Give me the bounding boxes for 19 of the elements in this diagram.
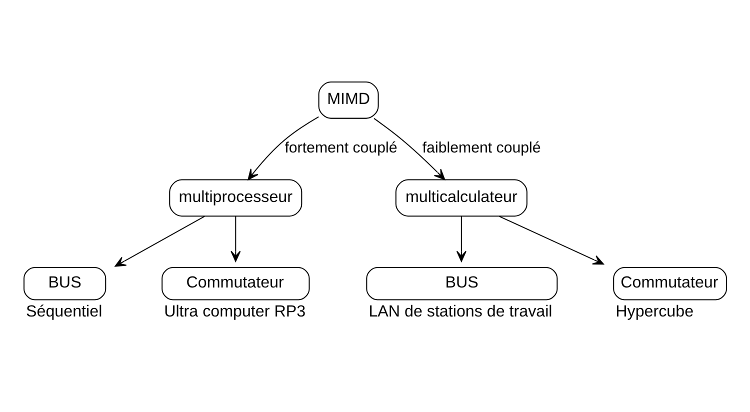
arrow xyxy=(456,216,466,262)
edge-label: fortement couplé xyxy=(284,140,398,157)
node-box: BUS xyxy=(24,266,106,300)
node-box: Commutateur xyxy=(162,266,310,300)
node-box: Commutateur xyxy=(613,266,727,300)
node-label: LAN de stations de travail xyxy=(368,302,552,321)
node-label: Hypercube xyxy=(616,302,694,321)
arrow xyxy=(230,216,241,262)
arrow xyxy=(248,116,319,180)
node-label: Ultra computer RP3 xyxy=(164,302,306,321)
edge-label: faiblement couplé xyxy=(422,140,541,157)
node-label: Séquentiel xyxy=(26,302,102,321)
node-box: multiprocesseur xyxy=(169,179,302,217)
arrow xyxy=(374,118,446,180)
node-box: multicalculateur xyxy=(395,179,528,217)
arrow xyxy=(499,216,604,265)
node-box: BUS xyxy=(366,266,558,300)
node-box: MIMD xyxy=(318,82,379,119)
arrow xyxy=(114,216,205,267)
